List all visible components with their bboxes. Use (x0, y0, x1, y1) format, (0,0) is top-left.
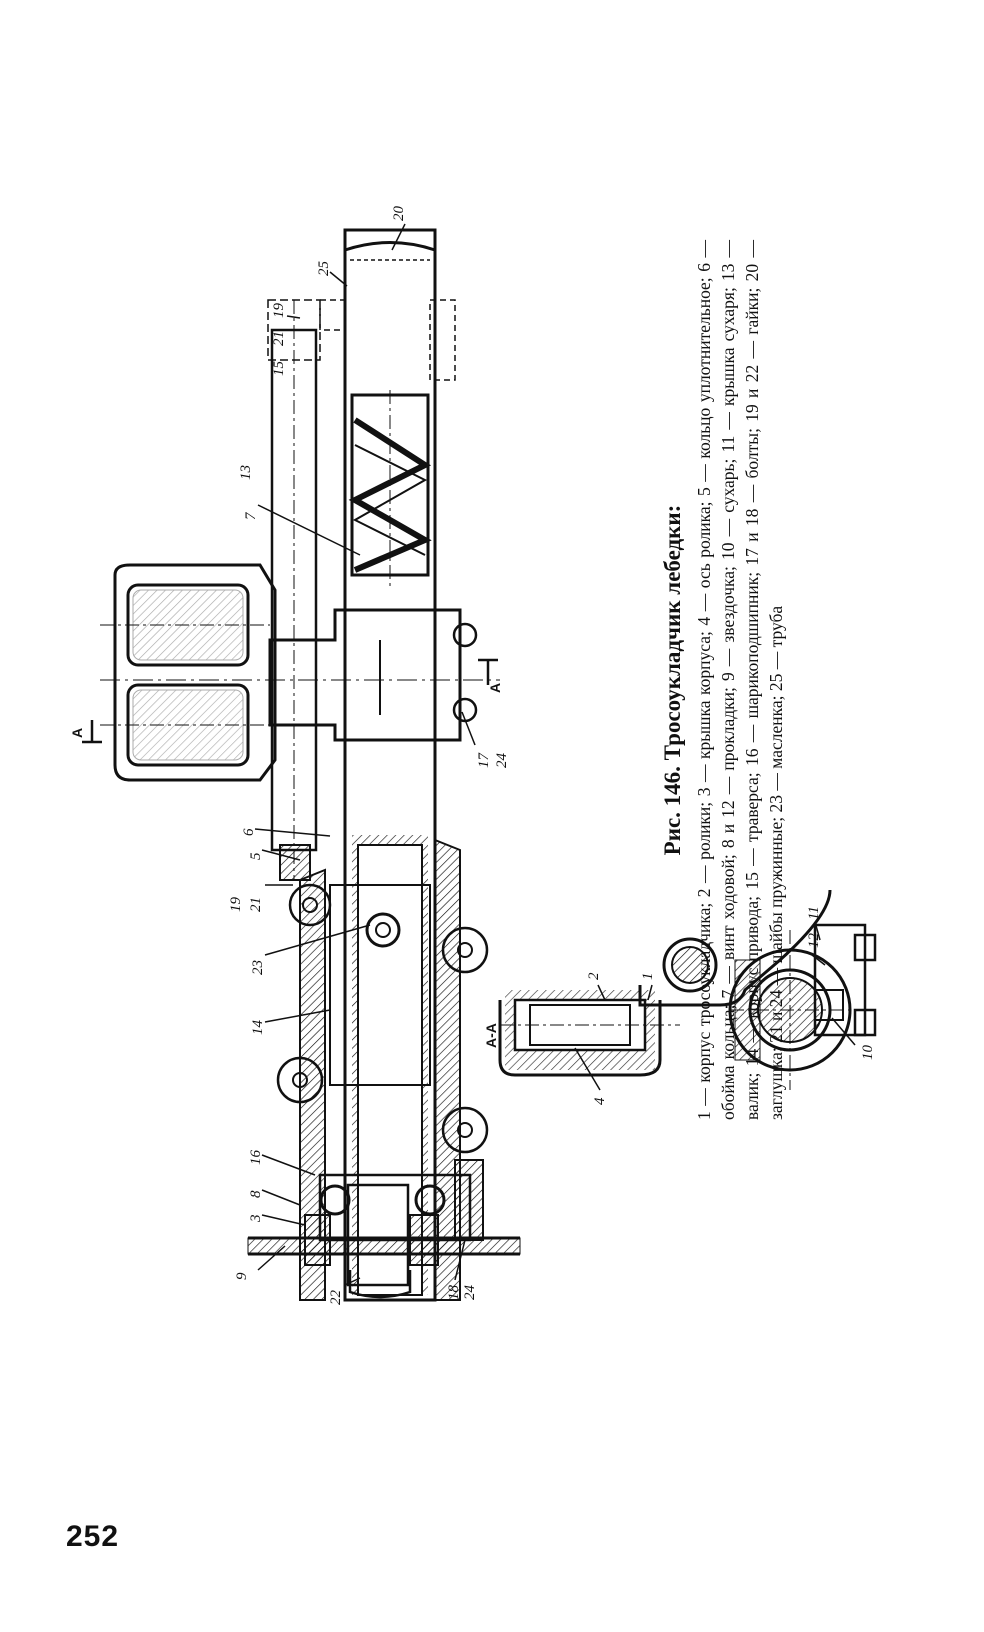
label-4: 4 (592, 1097, 608, 1105)
label-21b: 21 (248, 897, 264, 912)
roller-carriage (100, 563, 277, 782)
label-21a: 21 (271, 331, 287, 346)
section-aa (498, 889, 880, 1090)
section-marks (82, 658, 498, 744)
label-20: 20 (391, 206, 407, 222)
label-23: 23 (250, 960, 266, 975)
label-15: 15 (271, 361, 287, 377)
bearing-sprocket (247, 1159, 521, 1299)
section-label-a1: А (69, 728, 85, 738)
section-label-aa: А-А (483, 1023, 499, 1048)
lead-screw (348, 390, 432, 590)
label-19a: 19 (271, 303, 287, 319)
page-number: 252 (66, 1520, 120, 1553)
label-12: 12 (806, 933, 822, 949)
label-13: 13 (238, 465, 254, 480)
label-6: 6 (241, 828, 257, 836)
label-14: 14 (250, 1020, 266, 1036)
label-17: 17 (476, 752, 492, 769)
label-9: 9 (234, 1272, 250, 1280)
label-8: 8 (248, 1190, 264, 1198)
label-1: 1 (640, 973, 656, 981)
label-16: 16 (248, 1150, 264, 1166)
label-24a: 24 (462, 1285, 478, 1301)
shaft (267, 299, 456, 881)
label-5: 5 (248, 852, 264, 860)
label-19b: 19 (228, 897, 244, 913)
leader-lines (254, 223, 856, 1286)
label-10: 10 (860, 1045, 876, 1061)
label-24b: 24 (494, 753, 510, 769)
label-3: 3 (248, 1215, 264, 1224)
figure-caption: Рис. 146. Тросоукладчик лебедки: 1 — кор… (660, 240, 860, 1120)
label-11: 11 (806, 906, 822, 920)
caption-text: 1 — корпус тросоукладчика; 2 — ролики; 3… (694, 240, 786, 1120)
label-25: 25 (316, 261, 332, 277)
label-2: 2 (586, 972, 602, 980)
caption-title: Рис. 146. Тросоукладчик лебедки: (660, 504, 685, 856)
section-label-a2: А (487, 683, 503, 693)
label-7: 7 (243, 511, 259, 520)
end-cap (344, 241, 436, 261)
label-18: 18 (446, 1285, 462, 1301)
part-labels: 20 25 19 21 15 13 7 6 5 19 21 23 14 16 8… (69, 206, 876, 1306)
label-22: 22 (328, 1290, 344, 1306)
